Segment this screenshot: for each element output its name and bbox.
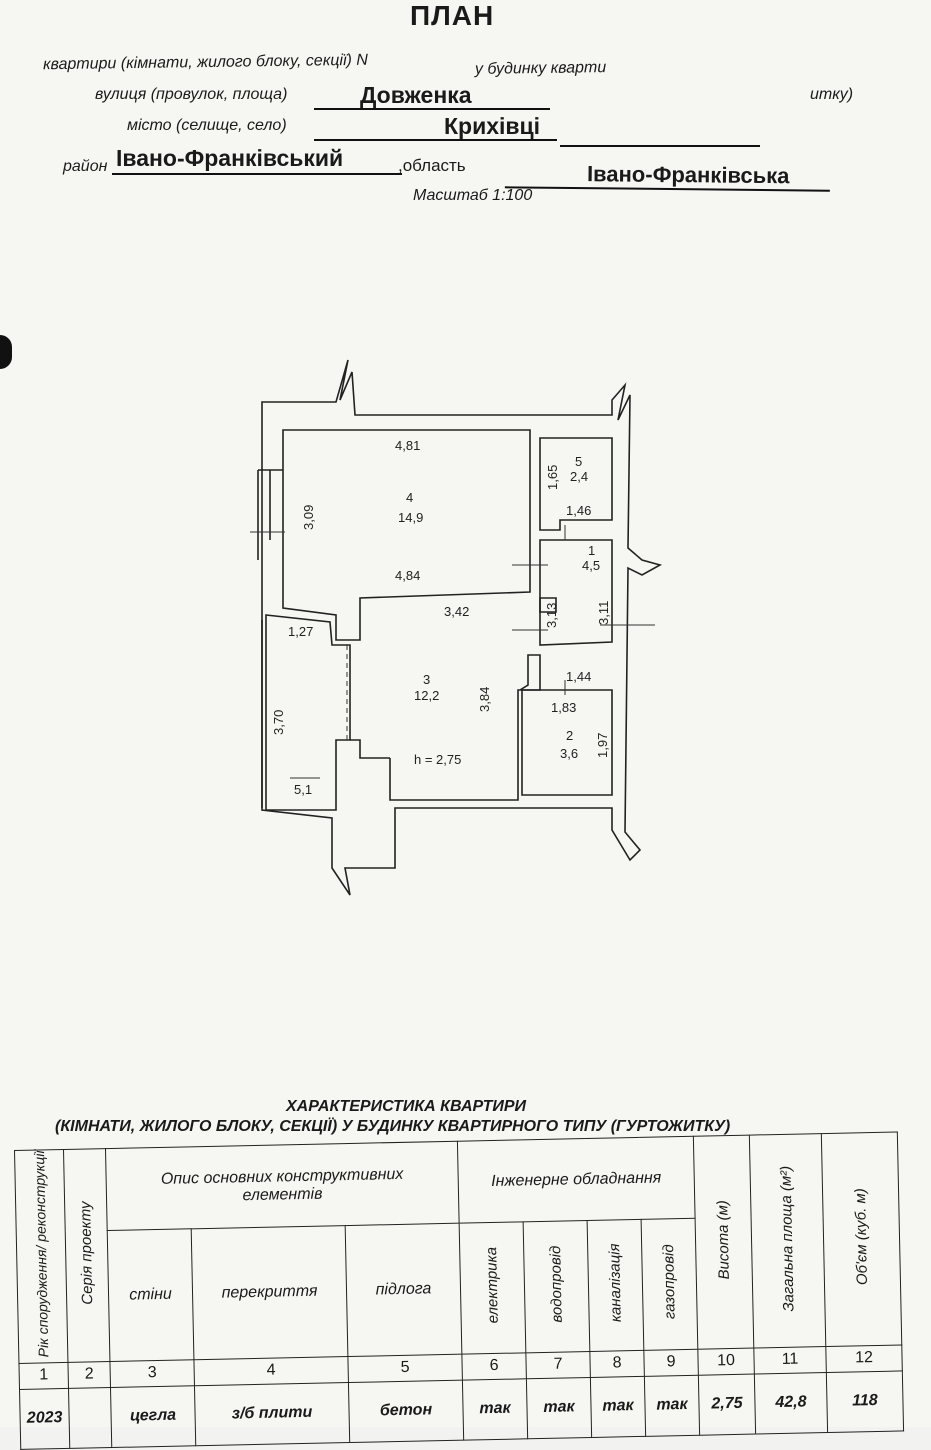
city-underline-end <box>560 145 760 147</box>
col-area-header: Загальна площа (м²) <box>749 1133 826 1348</box>
dim-1-65: 1,65 <box>545 465 560 490</box>
region-value: Івано-Франківська <box>586 161 790 189</box>
cell-water: так <box>526 1377 592 1439</box>
room-1-number: 1 <box>588 543 595 558</box>
dim-1-83: 1,83 <box>551 700 576 715</box>
street-value: Довженка <box>360 82 472 108</box>
characteristics-title: ХАРАКТЕРИСТИКА КВАРТИРИ <box>286 1098 527 1115</box>
floor-plan: 4,81 4 14,9 3,09 4,84 1,65 5 2,4 1,46 1 … <box>250 359 663 896</box>
region-label: ,область <box>398 156 466 175</box>
col-volume-header: Об'єм (куб. м) <box>821 1131 902 1347</box>
dim-3-09: 3,09 <box>301 505 316 530</box>
dim-3-11: 3,11 <box>596 601 611 625</box>
balcony-area: 5,1 <box>294 782 312 797</box>
building-label: у будинку кварти <box>474 59 607 78</box>
col-gas-header: газопровід <box>641 1218 698 1351</box>
room-3-number: 3 <box>423 672 430 687</box>
col-num: 11 <box>753 1346 827 1374</box>
district-value: Івано-Франківський <box>116 145 344 171</box>
col-structural-header: Опис основних конструктивних елементів <box>105 1141 460 1231</box>
cell-height: 2,75 <box>698 1373 756 1436</box>
ceiling-height: h = 2,75 <box>414 752 461 767</box>
dim-1-97: 1,97 <box>595 733 610 758</box>
col-num: 6 <box>461 1352 527 1381</box>
col-num: 3 <box>109 1359 195 1388</box>
district-field: Івано-Франківський <box>112 145 402 175</box>
cell-gas: так <box>644 1375 700 1437</box>
col-num: 10 <box>697 1347 755 1376</box>
binder-hole <box>0 335 12 369</box>
col-num: 2 <box>67 1361 111 1389</box>
dim-4-81: 4,81 <box>395 438 420 453</box>
col-num: 12 <box>825 1344 903 1373</box>
room-2-number: 2 <box>566 728 573 743</box>
cell-overlap: з/б плити <box>194 1382 350 1446</box>
room-5-number: 5 <box>575 454 582 469</box>
col-num: 8 <box>589 1350 645 1378</box>
room-5-area: 2,4 <box>570 469 588 484</box>
building-label-end: итку) <box>810 86 854 103</box>
dim-1-44: 1,44 <box>566 669 591 684</box>
col-water-header: водопровід <box>523 1220 590 1353</box>
cell-electric: так <box>462 1378 528 1441</box>
city-value: Крихівці <box>444 113 541 139</box>
dim-1-27: 1,27 <box>288 624 313 639</box>
col-engineering-header: Інженерне обладнання <box>457 1136 696 1224</box>
cell-series <box>68 1387 112 1449</box>
col-num: 7 <box>525 1351 591 1379</box>
dim-4-84: 4,84 <box>395 568 420 583</box>
city-label: місто (селище, село) <box>127 117 287 134</box>
region-field: Івано-Франківська <box>504 160 831 192</box>
room-2-area: 3,6 <box>560 746 578 761</box>
col-year-header: Рік спорудження/ реконструкції <box>14 1149 68 1364</box>
col-num: 9 <box>643 1349 699 1377</box>
street-field: Довженка <box>314 82 550 110</box>
col-height-header: Висота (м) <box>693 1135 754 1350</box>
col-num: 1 <box>18 1362 69 1390</box>
col-sewer-header: каналізація <box>587 1219 644 1352</box>
page-title: ПЛАН <box>410 0 495 31</box>
characteristics-table: Рік спорудження/ реконструкції Серія про… <box>14 1131 904 1450</box>
cell-walls: цегла <box>110 1385 196 1448</box>
col-electric-header: електрика <box>459 1222 526 1355</box>
characteristics-subtitle: (КІМНАТИ, ЖИЛОГО БЛОКУ, СЕКЦІЇ) У БУДИНК… <box>55 1118 731 1135</box>
cell-floor: бетон <box>348 1380 464 1443</box>
dim-3-42: 3,42 <box>444 604 469 619</box>
col-walls-header: стіни <box>107 1229 194 1362</box>
plan-walls <box>257 359 663 896</box>
cell-total-area: 42,8 <box>754 1372 828 1434</box>
dim-3-13: 3,13 <box>544 603 559 628</box>
room-4-area: 14,9 <box>398 510 423 525</box>
col-overlap-header: перекриття <box>191 1225 348 1360</box>
col-series-header: Серія проекту <box>63 1148 110 1363</box>
col-num: 5 <box>347 1354 463 1383</box>
street-label: вулиця (провулок, площа) <box>95 86 288 103</box>
cell-volume: 118 <box>826 1370 904 1433</box>
city-field: Крихівці <box>314 113 557 141</box>
room-3-area: 12,2 <box>414 688 439 703</box>
dim-3-70: 3,70 <box>271 710 286 735</box>
col-num: 4 <box>193 1356 349 1386</box>
dim-3-84: 3,84 <box>477 687 492 712</box>
room-1-area: 4,5 <box>582 558 600 573</box>
room-4-number: 4 <box>406 490 413 505</box>
col-floor-header: підлога <box>345 1223 462 1357</box>
cell-year: 2023 <box>19 1388 70 1450</box>
apartment-label: квартири (кімнати, жилого блоку, секції)… <box>42 51 369 74</box>
district-label: район <box>63 158 108 175</box>
scale-label: Масштаб 1:100 <box>413 187 533 204</box>
dim-1-46: 1,46 <box>566 503 591 518</box>
cell-sewer: так <box>590 1376 646 1438</box>
apartment-line: квартири (кімнати, жилого блоку, секції)… <box>43 52 368 75</box>
